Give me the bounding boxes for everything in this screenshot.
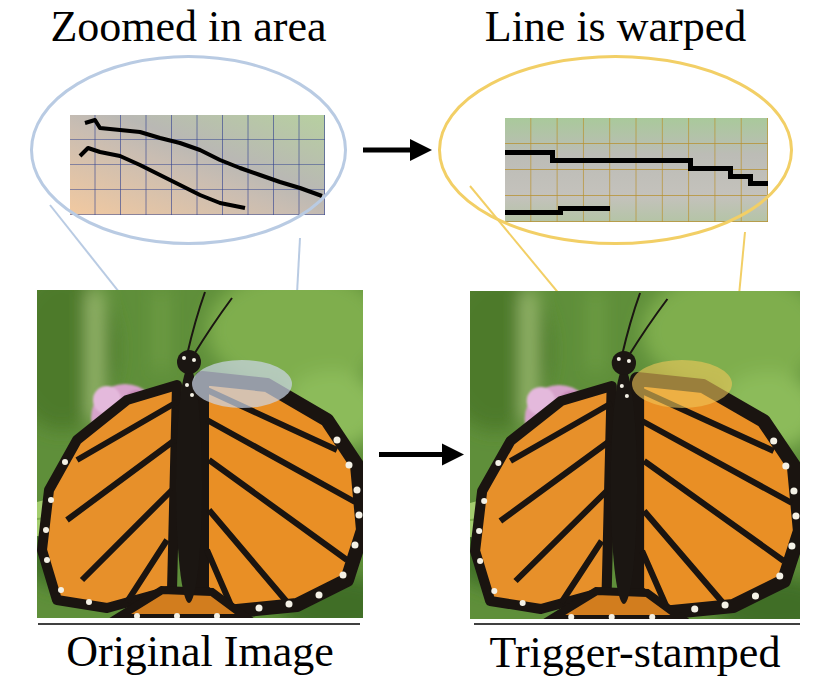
arrow-head bbox=[442, 444, 464, 466]
art-part bbox=[505, 208, 610, 212]
zoom-ellipse: Zoomed in area bbox=[30, 55, 347, 245]
arrow-connector bbox=[379, 444, 464, 466]
art-part bbox=[505, 152, 768, 183]
art-part bbox=[37, 290, 363, 618]
zoom-inset-original bbox=[70, 115, 325, 215]
art-part bbox=[80, 148, 245, 208]
zoom-region bbox=[632, 360, 732, 408]
arrow-connector bbox=[363, 139, 432, 161]
caption-wrap: Trigger-stamped bbox=[490, 631, 781, 675]
arrow-head bbox=[410, 139, 432, 161]
stamped-photo bbox=[470, 291, 800, 619]
art-part bbox=[470, 291, 800, 619]
heading-label: Line is warped bbox=[485, 5, 746, 49]
caption-wrap: Original Image bbox=[66, 630, 334, 674]
art-part bbox=[70, 115, 325, 215]
art-part bbox=[70, 115, 325, 215]
caption-label: Original Image bbox=[66, 630, 334, 674]
zoom-region bbox=[192, 360, 292, 408]
art-part bbox=[474, 623, 800, 625]
image-frame: Original Image bbox=[37, 290, 363, 618]
arrow-shaft bbox=[363, 148, 414, 153]
heading-wrap: Line is warped bbox=[485, 5, 746, 49]
original-photo bbox=[37, 290, 363, 618]
heading-label: Zoomed in area bbox=[50, 5, 326, 49]
caption-rules bbox=[38, 624, 800, 625]
ellipse-outline bbox=[438, 55, 793, 245]
art-part bbox=[505, 118, 768, 222]
arrow-shaft bbox=[379, 452, 446, 457]
ellipse-outline bbox=[440, 57, 792, 244]
zoom-inset-warped bbox=[505, 118, 768, 222]
zoom-ellipse: Line is warped bbox=[438, 55, 793, 245]
image-frame: Trigger-stamped bbox=[470, 291, 800, 619]
art-part bbox=[38, 623, 360, 625]
ellipse-outline bbox=[30, 55, 347, 245]
caption-label: Trigger-stamped bbox=[490, 631, 781, 675]
heading-wrap: Zoomed in area bbox=[50, 5, 326, 49]
art-part bbox=[505, 118, 768, 222]
ellipse-outline bbox=[32, 57, 346, 244]
